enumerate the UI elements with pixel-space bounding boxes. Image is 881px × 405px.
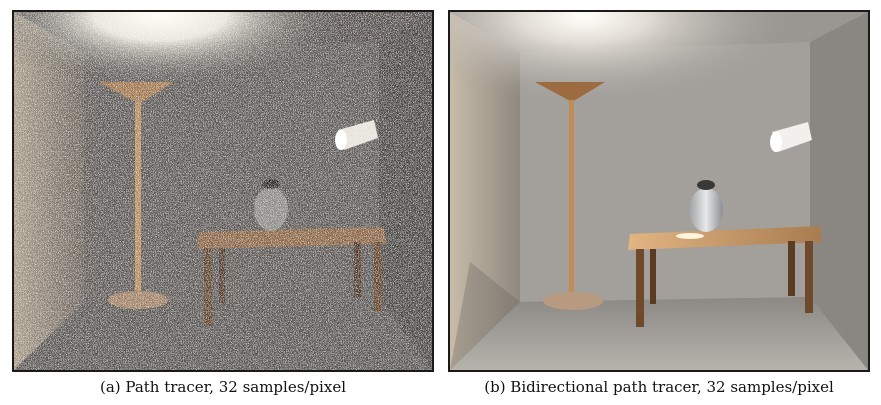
caption-path-tracer: (a) Path tracer, 32 samples/pixel [100, 378, 346, 396]
render-bidirectional-path-tracer [448, 10, 870, 372]
render-path-tracer [12, 10, 434, 372]
caption-bidirectional-path-tracer: (b) Bidirectional path tracer, 32 sample… [484, 378, 834, 396]
render-b-scene [450, 12, 868, 370]
render-a-scene [14, 12, 432, 370]
